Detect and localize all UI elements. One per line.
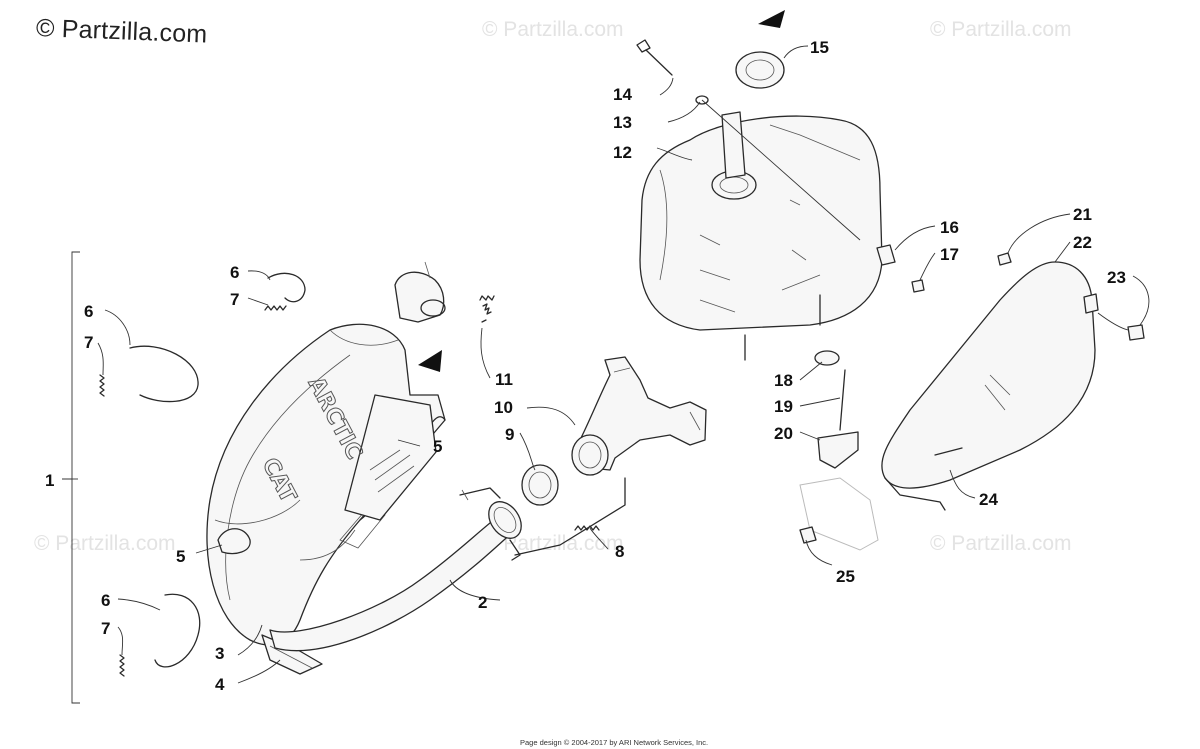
y-manifold — [571, 356, 707, 476]
callout-24[interactable]: 24 — [979, 490, 998, 509]
callout-18[interactable]: 18 — [774, 371, 793, 390]
callout-9[interactable]: 9 — [505, 425, 514, 444]
callout-13[interactable]: 13 — [613, 113, 632, 132]
callout-6b[interactable]: 6 — [84, 302, 93, 321]
callout-10[interactable]: 10 — [494, 398, 513, 417]
callout-6a[interactable]: 6 — [230, 263, 239, 282]
callout-5b[interactable]: 5 — [176, 547, 185, 566]
watermark-mid-center: © Partzilla.com — [482, 532, 624, 555]
assembly-bracket — [62, 251, 80, 704]
callout-1[interactable]: 1 — [45, 471, 54, 490]
callout-8[interactable]: 8 — [615, 542, 624, 561]
callout-23[interactable]: 23 — [1107, 268, 1126, 287]
callout-14[interactable]: 14 — [613, 85, 632, 104]
watermark-top-center: © Partzilla.com — [482, 18, 624, 41]
wire-clamp — [514, 477, 626, 556]
callout-labels: 1 2 3 4 5 5 6 6 6 7 7 7 8 9 10 11 12 13 … — [45, 38, 1126, 694]
seal-ring — [521, 464, 559, 506]
head-pipe — [269, 487, 522, 652]
shield-fasteners — [799, 252, 1145, 544]
callout-20[interactable]: 20 — [774, 424, 793, 443]
direction-arrows — [418, 10, 785, 372]
callout-12[interactable]: 12 — [613, 143, 632, 162]
callout-7a[interactable]: 7 — [230, 290, 239, 309]
muffler-body: ARCTIC CAT — [206, 323, 446, 646]
callout-5a[interactable]: 5 — [433, 437, 442, 456]
callout-19[interactable]: 19 — [774, 397, 793, 416]
grommet — [735, 51, 785, 89]
springs — [99, 295, 600, 677]
callout-15[interactable]: 15 — [810, 38, 829, 57]
arrow-top-icon — [758, 10, 785, 28]
chain-clamps — [129, 272, 306, 668]
callout-6c[interactable]: 6 — [101, 591, 110, 610]
callout-22[interactable]: 22 — [1073, 233, 1092, 252]
callout-17[interactable]: 17 — [940, 245, 959, 264]
watermark-mid-right: © Partzilla.com — [930, 532, 1072, 555]
arrow-mid-icon — [418, 350, 442, 372]
callout-4[interactable]: 4 — [215, 675, 225, 694]
watermark-mid-left: © Partzilla.com — [34, 532, 176, 555]
muffler-inlet-tube — [394, 261, 446, 323]
leader-lines — [62, 45, 1150, 684]
silencer-canister — [639, 111, 883, 361]
callout-2[interactable]: 2 — [478, 593, 487, 612]
callout-11[interactable]: 11 — [495, 370, 513, 389]
callout-25[interactable]: 25 — [836, 567, 855, 586]
callout-7b[interactable]: 7 — [84, 333, 93, 352]
page-footer-copyright: Page design © 2004-2017 by ARI Network S… — [520, 738, 709, 747]
mounting-nuts — [876, 244, 925, 293]
silencer-mount-hardware — [814, 350, 859, 469]
callout-21[interactable]: 21 — [1073, 205, 1092, 224]
watermark-top-right: © Partzilla.com — [930, 18, 1072, 41]
callout-3[interactable]: 3 — [215, 644, 224, 663]
callout-16[interactable]: 16 — [940, 218, 959, 237]
bolt-and-washer — [636, 39, 709, 105]
callout-7c[interactable]: 7 — [101, 619, 110, 638]
